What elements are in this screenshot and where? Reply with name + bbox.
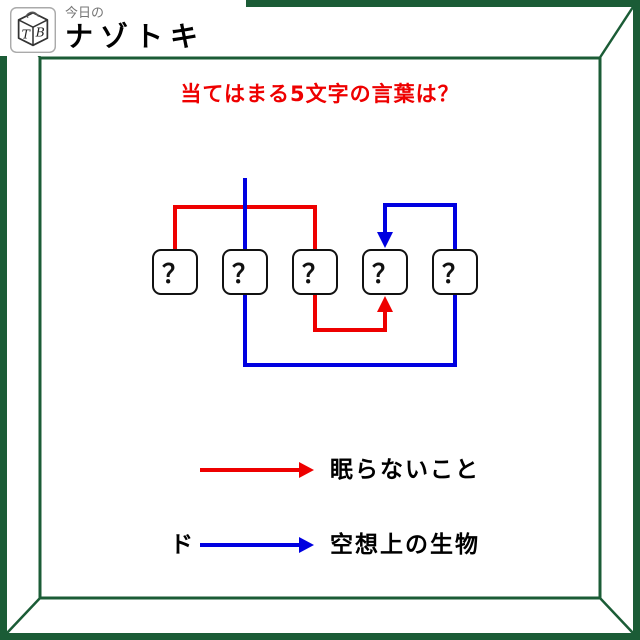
answer-box-5: ？: [432, 249, 478, 295]
logo-text: 今日の ナゾトキ: [65, 7, 205, 53]
puzzle-question-title: 当てはまる5文字の言葉は？: [180, 82, 460, 106]
answer-box-1: ？: [152, 249, 198, 295]
answer-box-3: ？: [292, 249, 338, 295]
tb-cube-icon: T B: [10, 7, 56, 53]
cube-swirl-icon: [26, 11, 40, 19]
cube-letter-right: B: [35, 25, 45, 40]
frame-corner-top-right: [597, 6, 635, 60]
legend-red-label: 眠らないこと: [330, 457, 480, 483]
logo-subtitle: 今日の: [65, 6, 105, 21]
question-mark: ？: [161, 259, 188, 290]
legend-red-arrow-icon: [200, 462, 314, 478]
legend-blue-label: 空想上の生物: [330, 532, 480, 558]
logo: T B 今日の ナゾトキ: [0, 0, 246, 56]
question-mark: ？: [441, 259, 468, 290]
answer-box-2: ？: [222, 249, 268, 295]
frame-inner-rect: [38, 56, 602, 600]
frame-corner-bottom-right: [598, 596, 634, 634]
red-path: [173, 205, 393, 332]
answer-box-4: ？: [362, 249, 408, 295]
question-mark: ？: [231, 259, 258, 290]
red-arrowhead-up-icon: [377, 296, 393, 312]
legend-blue-arrow-icon: [200, 537, 314, 553]
logo-title: ナゾトキ: [65, 20, 206, 53]
question-mark: ？: [371, 259, 398, 290]
cube-letter-left: T: [22, 27, 32, 42]
legend-blue-prefix: ド: [170, 532, 193, 558]
red-path-line: [173, 205, 387, 332]
frame-corner-bottom-left: [6, 596, 42, 634]
blue-arrowhead-down-icon: [377, 232, 393, 248]
question-mark: ？: [301, 259, 328, 290]
